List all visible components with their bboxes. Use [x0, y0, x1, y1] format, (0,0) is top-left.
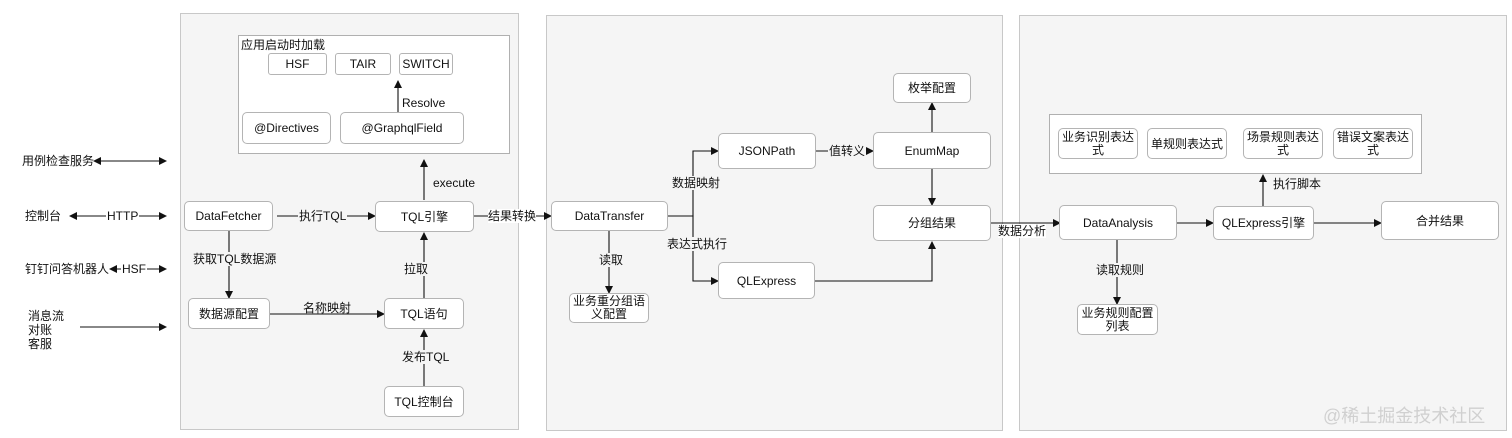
node-qlexpress: QLExpress	[718, 262, 815, 299]
label-result-convert: 结果转换	[488, 209, 537, 223]
node-scene-rule-expr-label: 场景规则表达 式	[1247, 129, 1320, 157]
node-source-config: 数据源配置	[188, 298, 270, 329]
node-semantic-config-line2: 义配置	[590, 307, 627, 321]
label-publish-tql: 发布TQL	[401, 350, 451, 364]
node-scene-rule-expr-line1: 场景规则表达	[1247, 129, 1320, 144]
node-qlexpress-engine-label: QLExpress引擎	[1221, 216, 1306, 230]
node-tql-engine: TQL引擎	[375, 201, 474, 232]
label-get-source: 获取TQL数据源	[192, 252, 278, 266]
node-rule-config-list-label: 业务规则配置 列表	[1081, 305, 1154, 333]
label-http: HTTP	[106, 209, 140, 223]
label-execute: execute	[433, 176, 476, 190]
node-graphqlfield: @GraphqlField	[340, 112, 464, 144]
node-graphqlfield-label: @GraphqlField	[361, 121, 443, 135]
node-tql-statement-label: TQL语句	[400, 306, 448, 321]
node-error-text-expr-line2: 式	[1366, 142, 1379, 157]
node-merge-result-label: 合并结果	[1415, 213, 1464, 228]
node-switch: SWITCH	[399, 53, 453, 75]
client-mq-line3: 客服	[28, 337, 53, 351]
node-enum-config-label: 枚举配置	[907, 81, 956, 95]
label-name-mapping: 名称映射	[303, 301, 352, 315]
node-enummap: EnumMap	[873, 132, 991, 169]
node-scene-rule-expr: 场景规则表达 式	[1243, 128, 1323, 159]
node-biz-ident-expr-line1: 业务识别表达	[1062, 129, 1135, 144]
node-hsf: HSF	[268, 53, 327, 75]
node-group-result-label: 分组结果	[907, 216, 956, 230]
node-group-result: 分组结果	[873, 205, 991, 241]
node-biz-ident-expr-line2: 式	[1091, 142, 1104, 157]
node-datatransfer-label: DataTransfer	[574, 209, 645, 223]
node-qlexpress-label: QLExpress	[736, 273, 797, 288]
node-datafetcher: DataFetcher	[184, 201, 273, 231]
client-dingtalk-bot: 钉钉问答机器人	[25, 262, 110, 276]
node-tair-label: TAIR	[349, 57, 377, 71]
node-tair: TAIR	[335, 53, 391, 75]
node-biz-ident-expr: 业务识别表达 式	[1058, 128, 1138, 159]
node-rule-config-list-line2: 列表	[1105, 318, 1130, 333]
node-error-text-expr-label: 错误文案表达 式	[1337, 129, 1410, 157]
node-merge-result: 合并结果	[1381, 201, 1499, 240]
node-qlexpress-engine: QLExpress引擎	[1213, 206, 1314, 240]
label-exec-tql: 执行TQL	[298, 209, 348, 223]
node-rule-config-list-line1: 业务规则配置	[1081, 305, 1154, 320]
node-error-text-expr-line1: 错误文案表达	[1337, 129, 1410, 144]
watermark: @稀土掘金技术社区	[1323, 406, 1486, 426]
node-semantic-config-label: 业务重分组语 义配置	[573, 295, 645, 321]
node-dataanalysis: DataAnalysis	[1059, 205, 1177, 240]
node-semantic-config: 业务重分组语 义配置	[569, 293, 649, 323]
node-rule-config-list: 业务规则配置 列表	[1077, 304, 1158, 335]
node-directives-label: @Directives	[254, 121, 319, 135]
label-read-rules: 读取规则	[1095, 263, 1146, 277]
client-mq-line2: 对账	[28, 323, 53, 337]
node-datatransfer: DataTransfer	[551, 201, 668, 231]
label-pull: 拉取	[403, 262, 430, 276]
label-expr-exec: 表达式执行	[666, 237, 729, 251]
node-biz-ident-expr-label: 业务识别表达 式	[1062, 129, 1135, 157]
label-data-analysis: 数据分析	[998, 224, 1047, 238]
node-jsonpath: JSONPath	[718, 133, 816, 169]
node-single-rule-expr: 单规则表达式	[1147, 128, 1227, 159]
node-enum-config: 枚举配置	[893, 73, 971, 103]
node-switch-label: SWITCH	[402, 57, 450, 71]
node-source-config-label: 数据源配置	[198, 306, 259, 321]
node-enummap-label: EnumMap	[904, 143, 960, 158]
node-hsf-label: HSF	[285, 57, 310, 71]
node-error-text-expr: 错误文案表达 式	[1333, 128, 1413, 159]
client-console: 控制台	[25, 209, 62, 223]
node-jsonpath-label: JSONPath	[738, 144, 796, 158]
node-datafetcher-label: DataFetcher	[195, 209, 262, 223]
client-testcase-service: 用例检查服务	[22, 154, 95, 168]
node-tql-console-label: TQL控制台	[394, 394, 454, 409]
label-data-mapping: 数据映射	[671, 176, 722, 190]
node-directives: @Directives	[242, 112, 331, 144]
node-semantic-config-line1: 业务重分组语	[573, 294, 646, 308]
client-mq-line1: 消息流	[28, 309, 65, 323]
edge-qlexpress-group	[815, 241, 936, 282]
node-single-rule-expr-label: 单规则表达式	[1151, 136, 1224, 151]
node-dataanalysis-label: DataAnalysis	[1082, 215, 1154, 230]
label-hsf: HSF	[121, 262, 147, 276]
node-scene-rule-expr-line2: 式	[1276, 142, 1289, 157]
label-exec-script: 执行脚本	[1272, 177, 1323, 191]
label-value-convert: 值转义	[828, 144, 867, 158]
label-resolve: Resolve	[402, 96, 446, 110]
label-read: 读取	[598, 253, 625, 267]
node-tql-engine-label: TQL引擎	[400, 209, 449, 224]
node-tql-console: TQL控制台	[384, 386, 464, 417]
node-tql-statement: TQL语句	[384, 298, 464, 329]
startup-load-title: 应用启动时加载	[241, 38, 326, 52]
